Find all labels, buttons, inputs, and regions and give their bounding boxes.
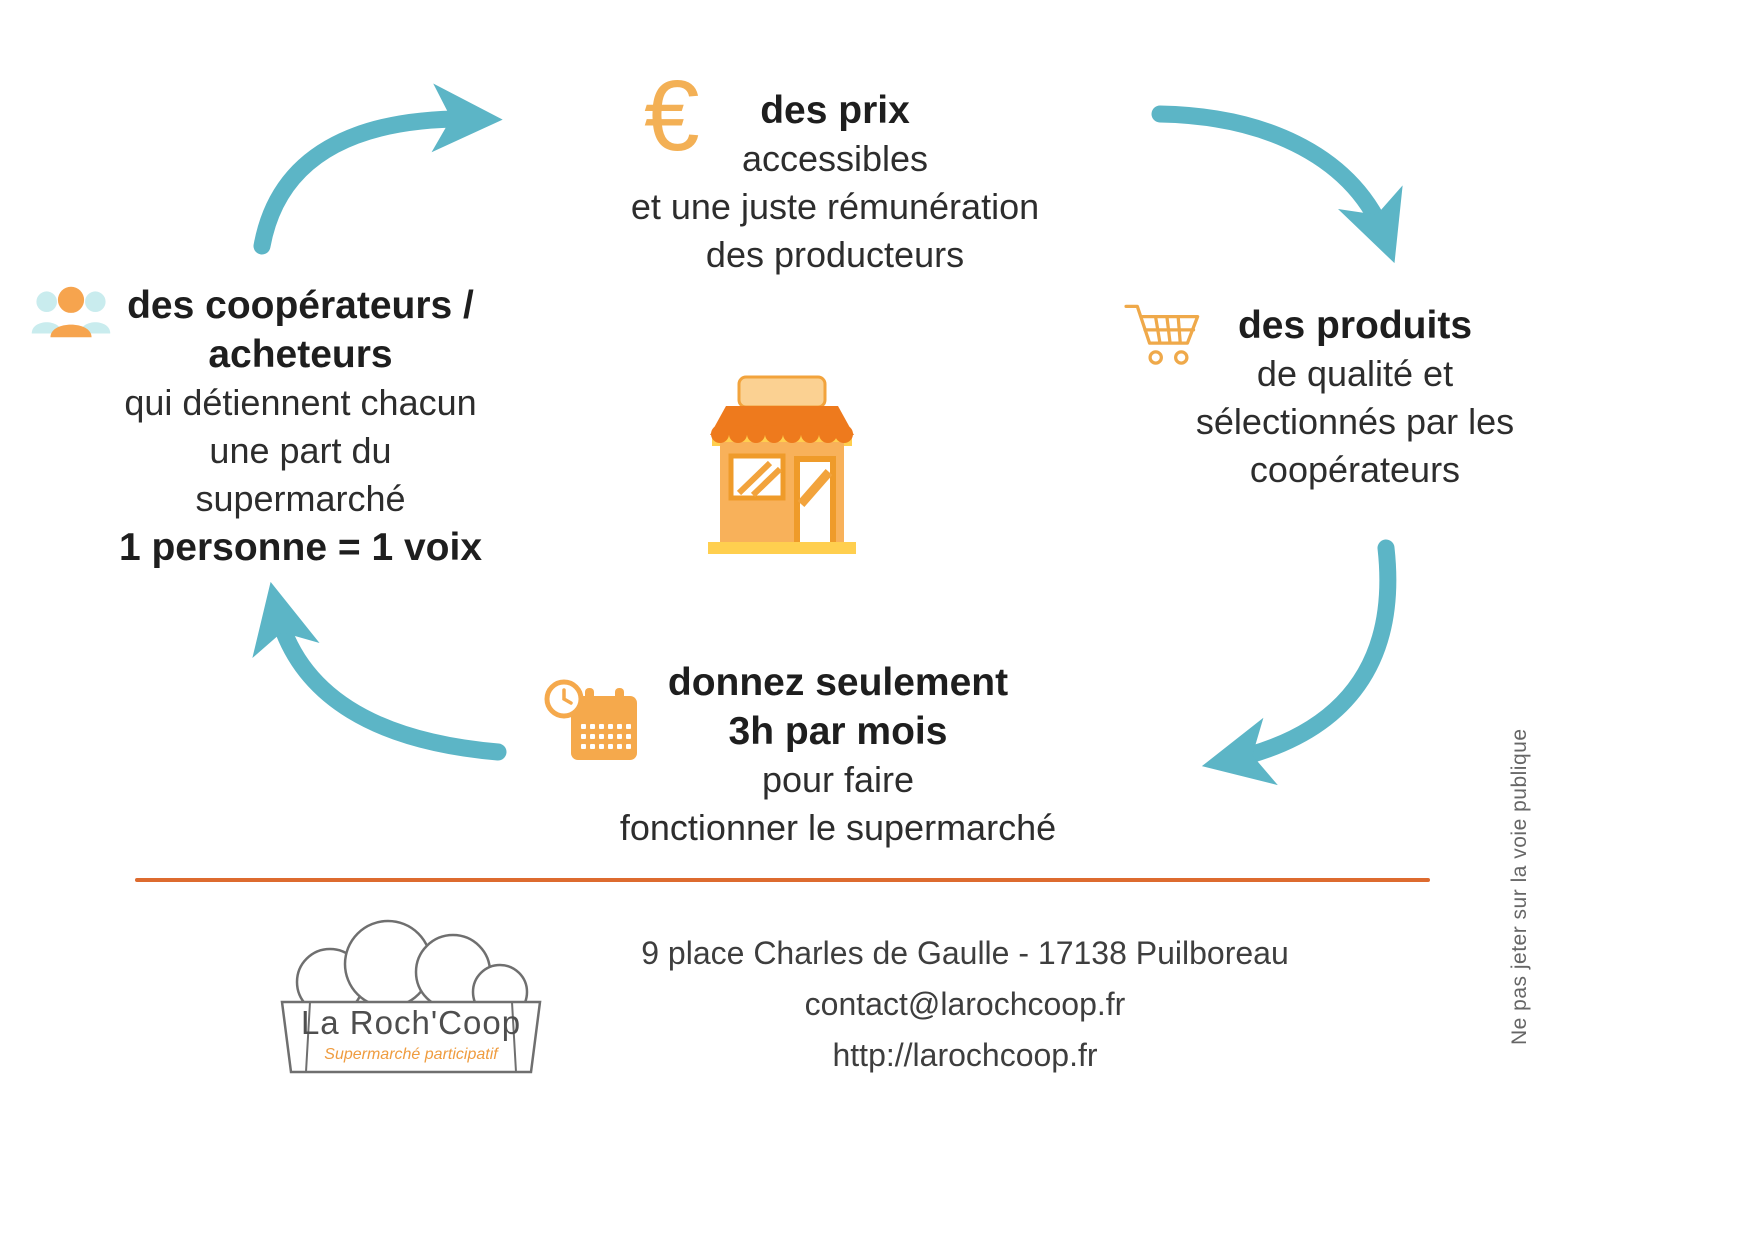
volunteer-line-2: fonctionner le supermarché xyxy=(619,807,1057,848)
products-title: des produits xyxy=(1237,304,1473,347)
cooperators-people-icon xyxy=(31,286,111,338)
cooperators-title-2: acheteurs xyxy=(208,333,393,376)
prices-line-3: des producteurs xyxy=(705,234,965,275)
shopping-cart-icon xyxy=(1124,304,1200,365)
cooperators-line-1: qui détiennent chacun xyxy=(124,382,477,423)
logo-name: La Roch'Coop xyxy=(300,1004,522,1041)
volunteer-line-1: pour faire xyxy=(761,759,915,800)
side-note: Ne pas jeter sur la voie publique xyxy=(1508,728,1531,1046)
logo-tagline: Supermarché participatif xyxy=(324,1046,498,1063)
products-line-1: de qualité et xyxy=(1256,353,1454,394)
block-volunteer: donnez seulement 3h par mois pour faire … xyxy=(558,658,1118,852)
footer-divider xyxy=(135,878,1430,882)
arrow-top-right xyxy=(1151,105,1403,264)
prices-title: des prix xyxy=(760,89,910,132)
arrow-top-left xyxy=(253,83,503,255)
logo: La Roch'Coop Supermarché participatif xyxy=(272,916,550,1088)
products-line-3: coopérateurs xyxy=(1249,449,1461,490)
logo-cloud-basket-shape xyxy=(280,919,542,1074)
volunteer-title-2: 3h par mois xyxy=(728,710,948,753)
prices-line-1: accessibles xyxy=(741,138,929,179)
volunteer-title-1: donnez seulement xyxy=(667,661,1009,704)
footer-contact: 9 place Charles de Gaulle - 17138 Puilbo… xyxy=(480,928,1450,1081)
cooperators-title-1: des coopérateurs / xyxy=(127,284,474,327)
cooperators-line-3: supermarché xyxy=(195,478,406,519)
calendar-clock-icon xyxy=(544,679,637,760)
block-prices: des prix accessibles et une juste rémuné… xyxy=(540,86,1130,279)
block-products: des produits de qualité et sélectionnés … xyxy=(1125,301,1585,494)
euro-icon: € xyxy=(644,60,700,172)
arrow-bottom-right xyxy=(1201,539,1397,786)
footer-website: http://larochcoop.fr xyxy=(832,1037,1098,1073)
block-cooperators: des coopérateurs / acheteurs qui détienn… xyxy=(58,281,543,572)
cooperators-emphasis: 1 personne = 1 voix xyxy=(118,526,483,569)
products-line-2: sélectionnés par les xyxy=(1195,401,1515,442)
footer-email: contact@larochcoop.fr xyxy=(804,986,1126,1022)
cooperators-line-2: une part du xyxy=(209,430,392,471)
storefront-icon xyxy=(708,375,856,554)
prices-line-2: et une juste rémunération xyxy=(630,186,1040,227)
arrow-bottom-left xyxy=(252,581,507,761)
footer-address: 9 place Charles de Gaulle - 17138 Puilbo… xyxy=(641,935,1289,971)
